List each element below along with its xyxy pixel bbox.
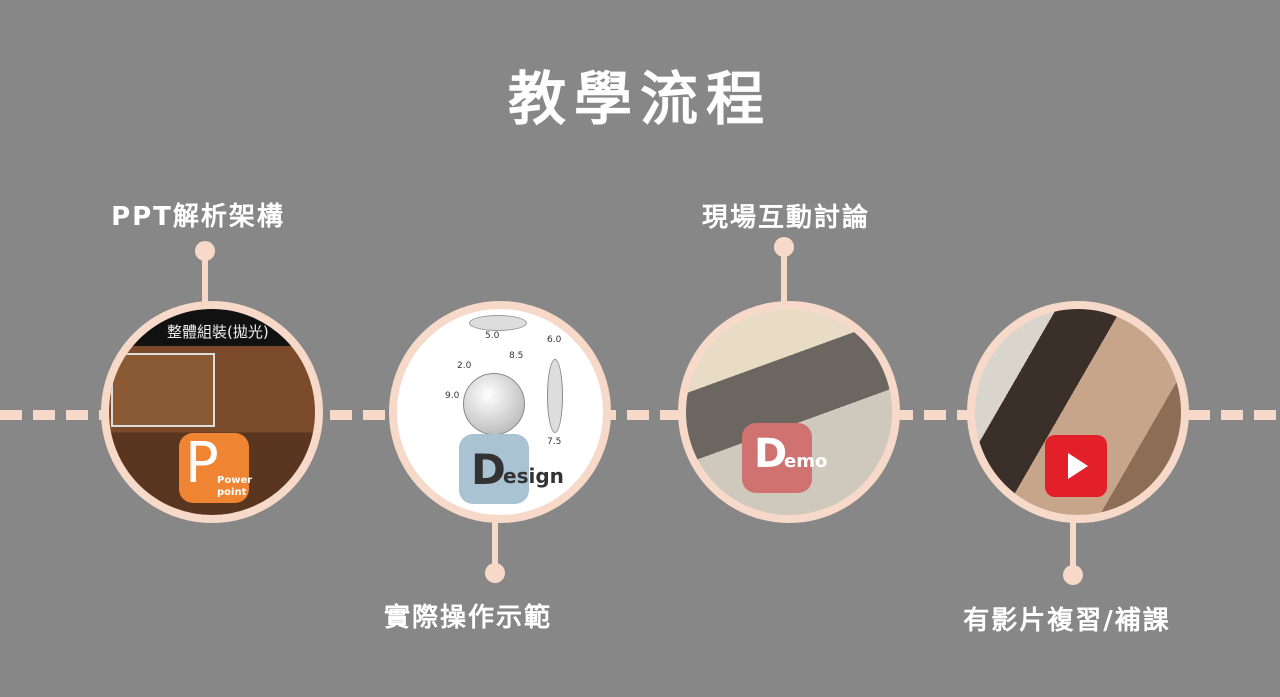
badge-letter: D: [471, 445, 506, 494]
connector-dot: [774, 237, 794, 257]
step-image-video: [967, 301, 1189, 523]
connector-stem: [781, 254, 787, 304]
step-image-ppt: 整體組裝(拋光) P Power point: [101, 301, 323, 523]
badge-text: esign: [503, 464, 564, 488]
pendant-top-view: [469, 315, 527, 331]
dimension-label: 6.0: [547, 335, 562, 345]
step-label-interaction: 現場互動討論: [701, 203, 871, 233]
connector-dot: [485, 563, 505, 583]
pendant-side-view: [547, 359, 563, 433]
demo-badge: D emo: [742, 423, 827, 493]
dimension-label: 5.0: [485, 331, 500, 341]
badge-text: point: [217, 487, 247, 498]
design-badge: [459, 434, 529, 504]
slide-caption: 整體組裝(拋光): [167, 323, 269, 341]
pendant-sphere: [463, 373, 525, 435]
connector-stem: [492, 520, 498, 566]
dimension-label: 8.5: [509, 351, 524, 361]
step-label-demo-practice: 實際操作示範: [383, 603, 553, 633]
step-image-design: 5.0 8.5 2.0 9.0 6.0 7.5 D esign: [389, 301, 611, 523]
dimension-label: 7.5: [547, 437, 562, 447]
connector-dot: [195, 241, 215, 261]
play-icon: [1068, 453, 1088, 479]
dimension-label: 2.0: [457, 361, 472, 371]
badge-letter: P: [185, 431, 219, 496]
step-label-ppt: PPT解析架構: [111, 202, 285, 232]
video-badge[interactable]: [1045, 435, 1107, 497]
slide-photo: [111, 353, 215, 427]
powerpoint-badge: P Power point: [179, 431, 253, 503]
badge-text: emo: [784, 451, 828, 472]
connector-dot: [1063, 565, 1083, 585]
connector-stem: [202, 258, 208, 304]
page-title: 教學流程: [507, 65, 772, 133]
step-image-demo: D emo: [678, 301, 900, 523]
badge-text: Power: [217, 475, 253, 486]
badge-letter: D: [754, 431, 788, 477]
connector-stem: [1070, 520, 1076, 566]
dimension-label: 9.0: [445, 391, 460, 401]
step-label-video-review: 有影片複習/補課: [963, 606, 1171, 636]
timeline-dashed-line: [0, 410, 1280, 420]
